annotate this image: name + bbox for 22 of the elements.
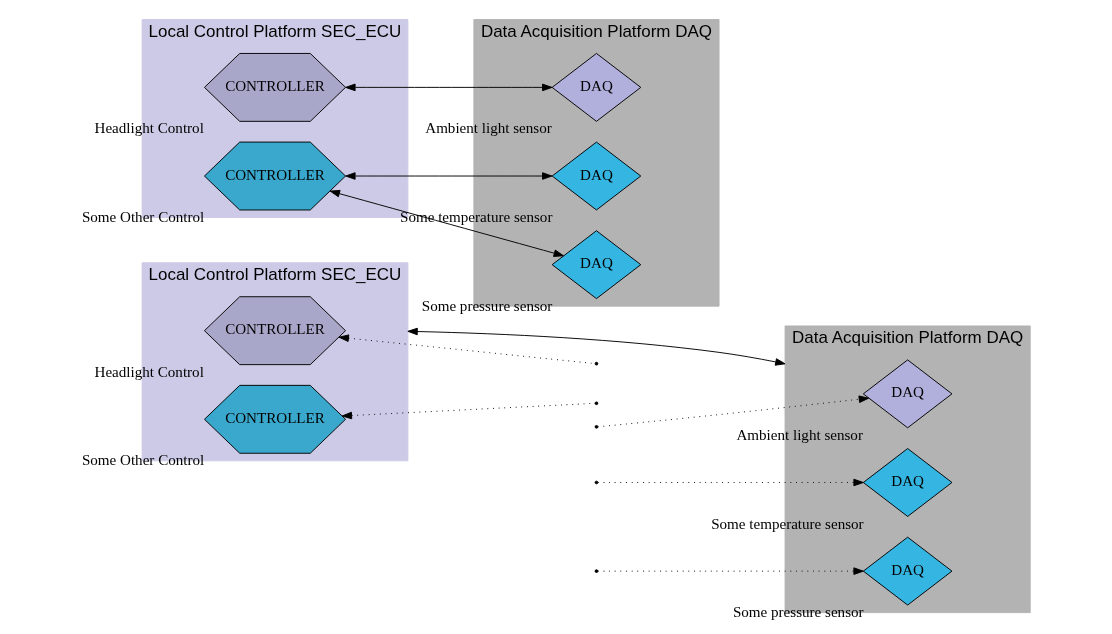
node-label: Some Other Control	[81, 452, 205, 469]
arrow	[345, 83, 553, 92]
node-diamond: DAQ	[551, 141, 642, 211]
node-label: Some temperature sensor	[711, 515, 864, 532]
node-diamond: DAQ	[551, 52, 642, 122]
node-label: Headlight Control	[94, 363, 204, 380]
node-diamond: DAQ	[862, 359, 953, 429]
node-label: Some Other Control	[81, 209, 205, 226]
arrow	[597, 567, 864, 575]
node-label: Some pressure sensor	[421, 297, 553, 314]
arrow	[345, 172, 553, 180]
node-diamond: DAQ	[862, 536, 953, 606]
node-label: Ambient light sensor	[736, 426, 863, 443]
arrow	[597, 478, 864, 487]
arrow	[407, 327, 786, 366]
node-diamond: DAQ	[862, 448, 953, 517]
arrow	[329, 189, 564, 257]
node-label: Headlight Control	[94, 120, 204, 137]
node-label: Some temperature sensor	[400, 209, 553, 226]
arrow	[597, 395, 870, 428]
node-label: Some pressure sensor	[732, 604, 864, 621]
node-label: Ambient light sensor	[425, 120, 552, 137]
